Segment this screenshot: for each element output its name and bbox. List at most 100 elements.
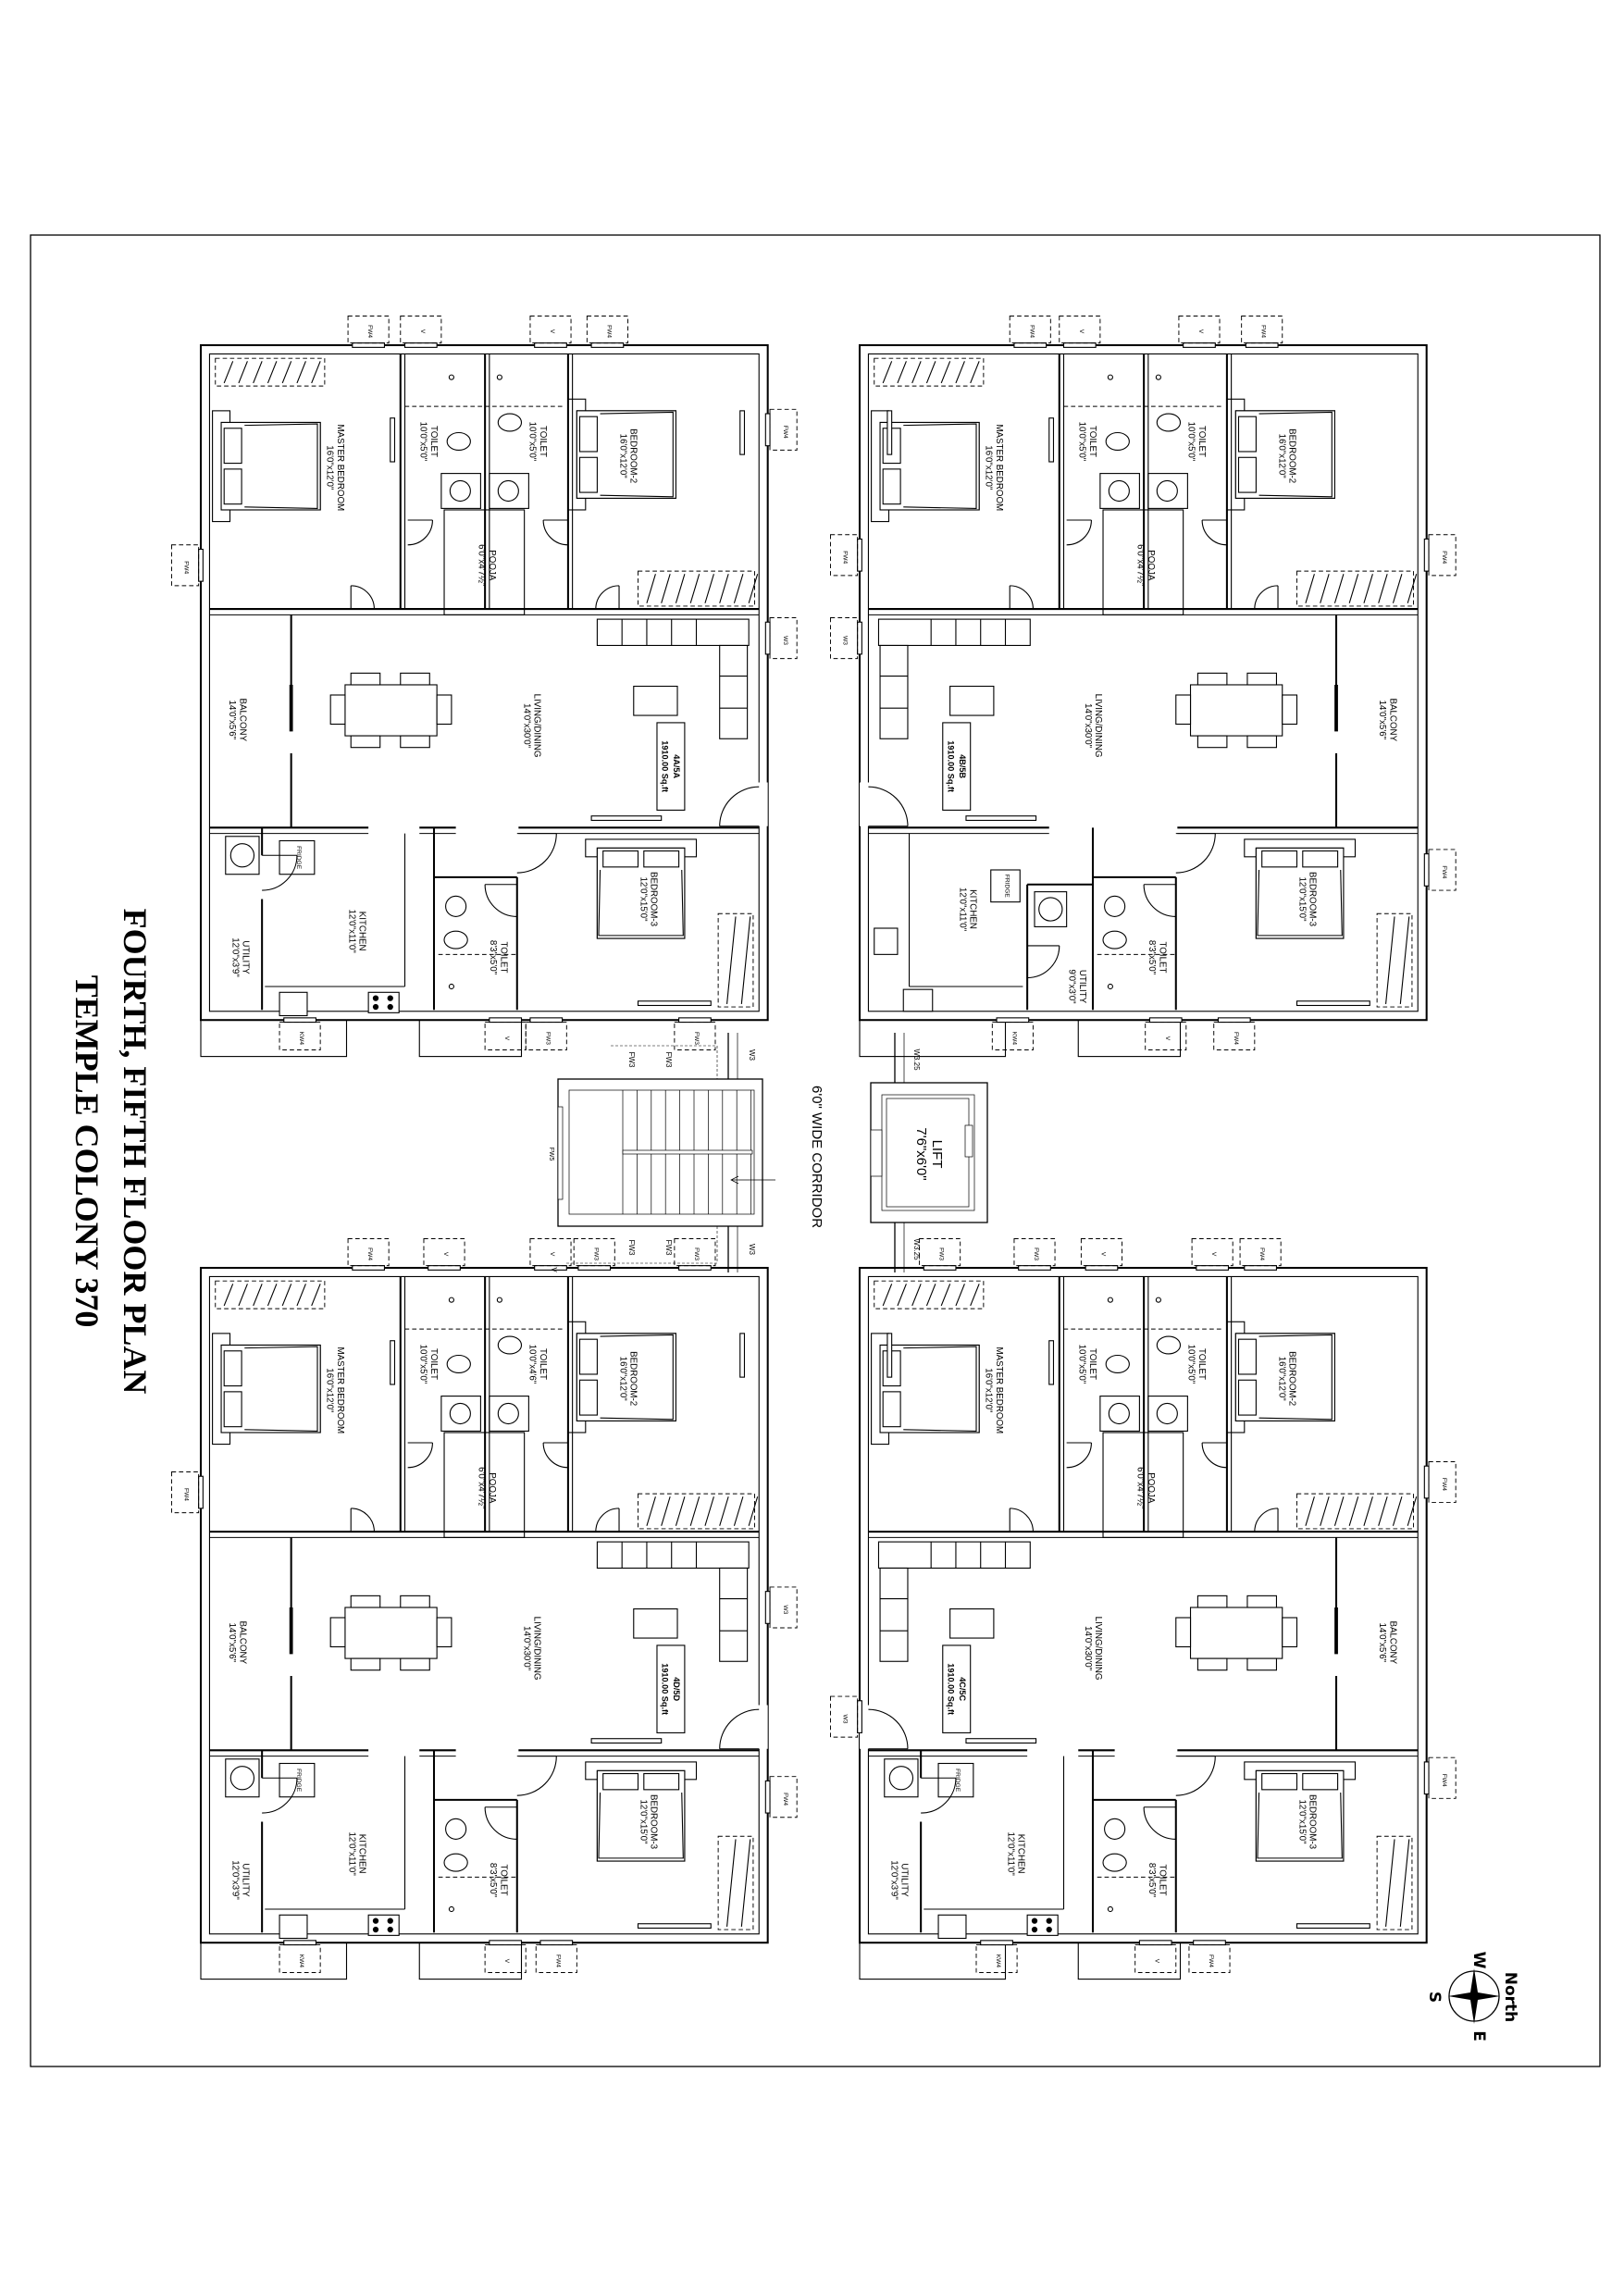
bed-icon [1226,1321,1336,1433]
window-tag-group: V [503,1959,510,1964]
bed-mattress [1255,1769,1345,1862]
wardrobe-hatch [970,361,980,384]
room-size: 10'0"x5'0" [527,422,538,462]
window-frame [1148,1017,1183,1024]
wardrobe-hatch [267,1284,278,1307]
wardrobe-hatch [1399,1839,1410,1927]
wc-icon [446,431,471,451]
bed-sheet [600,1334,674,1421]
pillow [1237,1338,1257,1375]
window: KW4 [975,1940,1018,1973]
tap-icon [496,374,502,380]
corridor-window-tag-group: FW3 [664,1240,673,1256]
unit-area: 1910.00 Sq.ft [946,1663,955,1715]
window-tag-group: V [1164,1036,1171,1041]
plan-title: FOURTH, FIFTH FLOOR PLAN TEMPLE COLONY 3… [68,909,154,1395]
corridor-window-tag-group: W3.25 [912,1049,921,1071]
window-tag-group: FW4 [842,551,849,564]
area-box [942,1644,972,1733]
bed-mattress [1234,1333,1336,1421]
wardrobe-hatch [311,1284,321,1307]
sheet-border [30,234,1601,2067]
wardrobe-hatch [689,1496,700,1526]
window-projection [830,617,859,660]
door-swing [516,833,557,874]
door-swing [484,884,517,917]
corridor-window-tag-group: W3 [748,1244,756,1256]
chair [1196,735,1228,749]
window-frame [198,1475,204,1509]
wardrobe-outline [215,357,326,387]
wardrobe-hatch [1333,1496,1345,1526]
wardrobe-hatch [661,1496,671,1526]
pillow [643,850,680,868]
wc-icon [443,1853,468,1872]
room-name: UTILITY [241,1863,251,1897]
wardrobe-outline [717,912,754,1008]
room-size: 8'3"x5'0" [488,940,498,975]
window-tag: FW3 [693,1247,700,1260]
room-bedroom-3: BEDROOM-312'0"x15'0" [638,872,658,926]
wardrobe-hatch [925,361,936,384]
room-name: BEDROOM-2 [1287,1351,1297,1406]
room-bedroom-3: BEDROOM-312'0"x15'0" [1296,1794,1317,1849]
corridor-label: 6'0" WIDE CORRIDOR [809,1086,824,1228]
window-projection [171,544,200,587]
sofa-back [596,1541,750,1570]
window-tag: V [1197,329,1204,334]
window: FW4 [764,408,798,451]
room-size: 16'0"x12'0" [325,1368,335,1413]
burner [387,1003,393,1011]
window: FW3 [919,1238,961,1271]
window: KW4 [991,1017,1034,1050]
pillow [643,1772,680,1791]
window-tag-group: FW4 [554,1955,561,1967]
room-size: 12'0"x3'9" [888,1860,899,1900]
window-frame [857,621,862,655]
room-name: LIVING/DINING [1093,694,1103,758]
window-tag-group: V [419,329,426,334]
window-tag-group: FW4 [183,1488,190,1501]
bed-sheet [244,423,318,509]
tap-icon [1107,1905,1113,1913]
door-swing [1254,1508,1279,1533]
window: FW3 [525,1017,567,1050]
bottom-ledge [859,1019,1007,1058]
tap-icon [496,1297,502,1303]
pillow [882,1391,901,1428]
window-frame [539,1940,574,1946]
wardrobe-hatch [911,1284,922,1307]
window-projection [1428,1461,1457,1504]
corridor-window-tag-group: FW3 [627,1240,636,1256]
window-frame [1217,1017,1251,1024]
wardrobe-hatch [911,361,922,384]
bottom-ledge [859,1942,1007,1980]
wardrobe-hatch [1333,574,1345,603]
sofa-back [877,1541,1031,1570]
wardrobe-hatch [1363,1496,1373,1526]
window-projection [674,1022,716,1050]
door-swing [516,1756,557,1796]
window: V [1059,316,1101,348]
room-size: 12'0"x11'0" [346,909,356,953]
wardrobe-hatch [1305,574,1315,603]
window: FW4 [171,544,204,587]
chair [1175,1617,1192,1648]
sofa [877,1541,1031,1662]
window-frame [489,1017,523,1024]
window-frame [428,1265,461,1271]
window-tag: FW4 [183,1488,190,1501]
window: FW4 [1188,1940,1231,1973]
bottom-ledge [200,1019,348,1058]
